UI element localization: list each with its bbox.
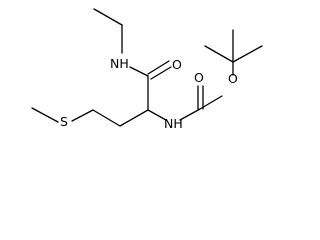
bond-ch2-s xyxy=(71,109,94,122)
bond-ethyl-ch3 xyxy=(93,8,123,26)
bond-alpha-nh xyxy=(147,109,167,121)
atom-labels: NH O O O S NH xyxy=(60,56,238,131)
carbamate-nh-label: NH xyxy=(164,116,183,131)
bond-tbu-me1 xyxy=(204,45,234,63)
bond-s-ch3 xyxy=(31,107,59,123)
bond-lines xyxy=(31,8,263,127)
ester-oxygen-label: O xyxy=(228,71,238,86)
bond-alpha-ch2 xyxy=(119,109,149,127)
amide-nh-label: NH xyxy=(110,56,129,71)
bond-amide-co-b xyxy=(150,66,172,80)
bond-nh-carbamate xyxy=(179,108,201,121)
bond-ch2-ch2 xyxy=(92,109,121,127)
chemical-structure: NH O O O S NH xyxy=(31,8,263,131)
amide-oxygen-label: O xyxy=(172,57,182,72)
bond-carbamate-ester-o xyxy=(199,95,223,110)
bond-amide-co-a xyxy=(147,60,170,75)
bond-tbu-me2 xyxy=(232,45,263,63)
sulfur-label: S xyxy=(60,114,68,129)
bond-n-carbonyl xyxy=(129,66,149,77)
carbamate-oxygen-label: O xyxy=(194,70,204,85)
